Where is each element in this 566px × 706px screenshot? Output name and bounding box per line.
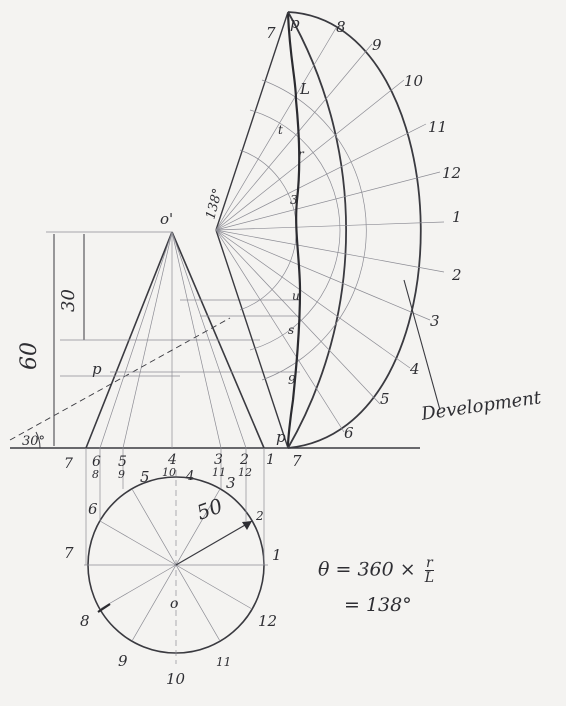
locus-curve xyxy=(286,13,302,447)
development-ray-10 xyxy=(215,229,381,405)
development-ray-3 xyxy=(215,79,405,231)
xy-num-4: 4 xyxy=(167,452,177,468)
arc-num-9: 9 xyxy=(372,36,382,54)
point-8-mark xyxy=(97,603,111,613)
xy-num-1: 1 xyxy=(266,452,275,468)
xy-num-6: 6 xyxy=(92,454,101,470)
arc-num-10: 10 xyxy=(404,72,424,90)
arc-num-12: 12 xyxy=(442,164,461,182)
radius-50-label: 50 xyxy=(194,493,226,524)
arc-numbers: 7 8 9 10 11 12 1 2 3 4 5 6 7 xyxy=(266,18,462,470)
plan-num-8: 8 xyxy=(80,612,90,630)
locus-9: 9 xyxy=(288,373,296,387)
p-top-label: p xyxy=(290,14,300,32)
development-pointer xyxy=(403,279,441,411)
development-ray-11 xyxy=(215,229,345,433)
xy-num-5: 5 xyxy=(118,454,127,470)
locus-s: s xyxy=(288,323,294,337)
locus-3: 3 xyxy=(290,193,298,207)
development-bottom-radius xyxy=(215,229,289,449)
formula-denominator: L xyxy=(424,570,435,586)
arc-num-4: 4 xyxy=(409,360,420,378)
plan-num-12: 12 xyxy=(258,612,277,630)
xy-numbers: 7 6 5 4 3 2 1 8 9 10 11 12 xyxy=(64,452,275,481)
plan-num-7: 7 xyxy=(64,544,74,562)
development-ray-2 xyxy=(215,43,373,231)
development-ray-7 xyxy=(215,229,445,273)
xy-num-7: 7 xyxy=(64,456,73,472)
arc-num-7b: 7 xyxy=(292,452,302,470)
labels: o' 30° 60 30 p 50 138° o xyxy=(17,187,226,612)
formula-line-1: θ = 360 × r L xyxy=(318,555,435,586)
plan-num-2: 2 xyxy=(255,509,264,523)
arc-num-3: 3 xyxy=(430,312,440,330)
angle-arc xyxy=(35,431,41,449)
xy-num-3: 3 xyxy=(214,452,223,468)
formula-numerator: r xyxy=(424,555,435,571)
arc-1 xyxy=(249,109,341,351)
radius-arrowhead xyxy=(242,521,252,530)
plan-num-11: 11 xyxy=(216,655,231,669)
arc-num-2: 2 xyxy=(451,266,462,284)
xy-sub-9: 9 xyxy=(118,468,125,481)
plan-num-4: 4 xyxy=(185,469,194,484)
outer-arc xyxy=(287,11,347,449)
plan-num-5: 5 xyxy=(140,468,150,486)
section-line xyxy=(9,317,231,441)
plan-num-9: 9 xyxy=(118,652,128,670)
xy-sub-8: 8 xyxy=(92,468,99,481)
plan-numbers: 1 2 3 4 5 6 7 8 9 10 11 12 xyxy=(64,468,282,688)
height-60-label: 60 xyxy=(17,342,42,370)
xy-sub-10: 10 xyxy=(162,466,176,479)
front-view xyxy=(9,231,420,449)
arc-num-1: 1 xyxy=(452,208,462,226)
formula-lhs: θ = 360 × xyxy=(318,558,416,581)
l-label: L xyxy=(299,80,310,98)
arc-2 xyxy=(261,79,367,381)
development xyxy=(215,11,445,449)
arc-num-11: 11 xyxy=(428,118,447,136)
formula-line-2: = 138° xyxy=(344,594,412,616)
locus-labels: p L p t r 3 s u 9 xyxy=(276,14,310,446)
arc-num-7a: 7 xyxy=(266,24,276,42)
development-top-radius xyxy=(215,11,289,231)
development-outer-boundary xyxy=(287,11,422,449)
height-30-label: 30 xyxy=(58,289,79,312)
arc-3 xyxy=(239,149,297,311)
locus-r: r xyxy=(298,147,305,161)
theta-arc-label: 138° xyxy=(203,187,226,221)
p-bottom-label: p xyxy=(276,428,286,446)
development-ray-1 xyxy=(215,27,337,231)
development-ray-4 xyxy=(215,123,427,231)
xy-num-2: 2 xyxy=(239,452,249,468)
locus-u: u xyxy=(292,289,300,303)
plan-num-3: 3 xyxy=(226,474,236,492)
development-ray-5 xyxy=(215,171,441,231)
arc-num-8: 8 xyxy=(336,18,346,36)
top-view xyxy=(84,448,268,664)
point-p-label: p xyxy=(92,360,102,378)
plan-num-10: 10 xyxy=(166,670,186,688)
locus-t: t xyxy=(278,123,283,137)
apex-label: o' xyxy=(160,210,173,228)
arc-num-6: 6 xyxy=(344,424,354,442)
development-ray-9 xyxy=(215,229,411,369)
plan-apex-label: o xyxy=(170,596,178,612)
xy-sub-12: 12 xyxy=(238,466,252,479)
development-rays xyxy=(215,27,445,433)
plan-num-1: 1 xyxy=(272,546,282,564)
plan-num-6: 6 xyxy=(88,500,98,518)
radius-arrow xyxy=(175,520,253,566)
development-ray-8 xyxy=(215,229,431,321)
development-ray-6 xyxy=(215,221,445,231)
angle-label: 30° xyxy=(22,434,45,449)
xy-sub-11: 11 xyxy=(212,466,226,479)
arc-num-5: 5 xyxy=(380,390,390,408)
